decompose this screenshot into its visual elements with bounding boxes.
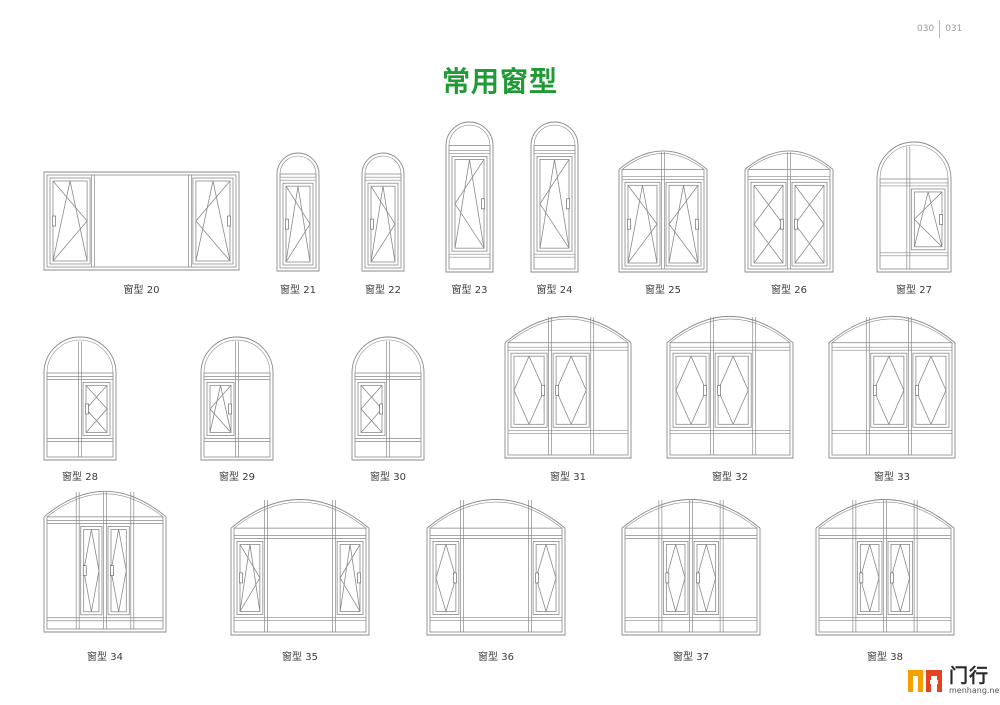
- window-diagram: [445, 121, 494, 273]
- window-diagram: [351, 336, 425, 461]
- window-caption: 窗型 31: [550, 472, 586, 483]
- window-diagram: [230, 499, 370, 636]
- window-diagram: [744, 150, 834, 273]
- window-diagram: [876, 141, 952, 273]
- window-caption: 窗型 36: [478, 652, 514, 663]
- window-diagram: [815, 499, 955, 636]
- window-caption: 窗型 38: [867, 652, 903, 663]
- window-caption: 窗型 27: [896, 285, 932, 296]
- window-diagram: [621, 499, 761, 636]
- window-caption: 窗型 28: [62, 472, 98, 483]
- page-number-divider: [939, 20, 941, 38]
- window-caption: 窗型 25: [645, 285, 681, 296]
- window-caption: 窗型 24: [536, 285, 573, 296]
- window-caption: 窗型 26: [771, 285, 807, 296]
- window-caption: 窗型 32: [712, 472, 748, 483]
- window-diagram: [43, 491, 167, 633]
- page-number-right: 031: [945, 24, 963, 34]
- window-caption: 窗型 21: [280, 285, 316, 296]
- window-caption: 窗型 30: [370, 472, 406, 483]
- logo-mark-icon: [908, 670, 942, 692]
- page-numbers: 030 031: [917, 20, 962, 38]
- window-caption: 窗型 34: [87, 652, 123, 663]
- window-diagram: [530, 121, 579, 273]
- brand-logo: 门行 menhang.net: [906, 666, 1000, 696]
- window-diagram: [426, 499, 566, 636]
- window-diagram: [828, 316, 956, 459]
- window-caption: 窗型 20: [123, 285, 160, 296]
- page-number-left: 030: [917, 24, 935, 34]
- window-diagram: [43, 171, 240, 271]
- window-caption: 窗型 23: [451, 285, 488, 296]
- window-caption: 窗型 37: [673, 652, 709, 663]
- window-diagram: [666, 316, 794, 459]
- window-caption: 窗型 33: [874, 472, 910, 483]
- window-diagram: [361, 152, 405, 272]
- logo-name: 门行: [949, 665, 990, 687]
- window-diagram: [276, 152, 320, 272]
- window-caption: 窗型 29: [219, 472, 255, 483]
- window-diagram: [504, 316, 632, 459]
- logo-domain: menhang.net: [949, 686, 1000, 695]
- window-caption: 窗型 35: [282, 652, 318, 663]
- window-diagram: [43, 336, 117, 461]
- window-caption: 窗型 22: [365, 285, 401, 296]
- window-diagram: [200, 336, 274, 461]
- page-title: 常用窗型: [441, 65, 558, 98]
- window-diagram: [618, 150, 708, 273]
